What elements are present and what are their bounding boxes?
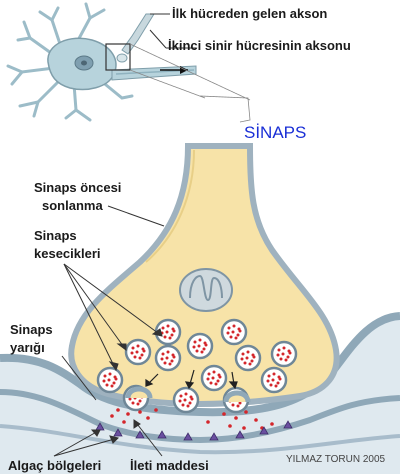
- neurotransmitter-dot: [234, 416, 238, 420]
- first-axon-label: İlk hücreden gelen akson: [172, 6, 327, 21]
- vesicle: [186, 332, 214, 360]
- mitochondrion: [179, 268, 233, 312]
- cleft-label-line1: Sinaps: [10, 322, 53, 337]
- neurotransmitter-dot: [110, 414, 114, 418]
- presynaptic-ending-label-line1: Sinaps öncesi: [34, 180, 121, 195]
- zoom-box: [105, 43, 131, 71]
- receptor: [113, 428, 123, 437]
- vesicles-pointers: [63, 263, 163, 372]
- vesicle: [124, 338, 152, 366]
- neurotransmitter-dot: [122, 420, 126, 424]
- synaptic-vesicles: [96, 318, 298, 414]
- vesicle: [172, 386, 200, 414]
- synapse-title: SİNAPS: [244, 123, 306, 142]
- receptor: [235, 430, 245, 439]
- neurotransmitter-dot: [126, 412, 130, 416]
- receptor-label: Algaç bölgeleri: [8, 458, 101, 473]
- receptor: [283, 420, 293, 429]
- receptor: [259, 426, 269, 435]
- neurotransmitter-label: İleti maddesi: [130, 458, 209, 473]
- neurotransmitter-dot: [228, 424, 232, 428]
- second-axon-label: İkinci sinir hücresinin aksonu: [168, 38, 351, 53]
- vesicles-label-line2: kesecikleri: [34, 246, 101, 261]
- neurotransmitter-dot: [138, 410, 142, 414]
- vesicle: [260, 366, 288, 394]
- receptor: [183, 432, 193, 441]
- receptor-pointers: [53, 429, 119, 457]
- receptor: [209, 432, 219, 441]
- release-arrows: [145, 369, 238, 390]
- presynaptic-ending-label-line2: sonlanma: [42, 198, 103, 213]
- vesicle: [96, 366, 124, 394]
- neurotransmitter-dot: [254, 418, 258, 422]
- neurotransmitter-dot: [270, 422, 274, 426]
- receptor: [157, 430, 167, 439]
- vesicle: [154, 318, 182, 346]
- neurotransmitter-dot: [222, 412, 226, 416]
- neurotransmitter-dot: [154, 408, 158, 412]
- zoom-projection: [129, 43, 251, 123]
- fusion-sites: [125, 386, 251, 403]
- vesicles-label-line1: Sinaps: [34, 228, 77, 243]
- cleft-label-line2: yarığı: [10, 340, 45, 355]
- neurotransmitter-dot: [146, 416, 150, 420]
- vesicle: [270, 340, 298, 368]
- vesicle: [234, 344, 262, 372]
- neurotransmitter-dot: [244, 410, 248, 414]
- vesicle: [200, 364, 228, 392]
- neurotransmitter-dot: [116, 408, 120, 412]
- neurotransmitter-pointer: [133, 419, 163, 457]
- vesicle: [154, 344, 182, 372]
- receptor-sites: [95, 420, 293, 441]
- vesicle: [220, 318, 248, 346]
- credit-label: YILMAZ TORUN 2005: [286, 454, 386, 465]
- neurotransmitter-dot: [206, 420, 210, 424]
- receptor: [135, 430, 145, 439]
- neurotransmitter-dot: [242, 426, 246, 430]
